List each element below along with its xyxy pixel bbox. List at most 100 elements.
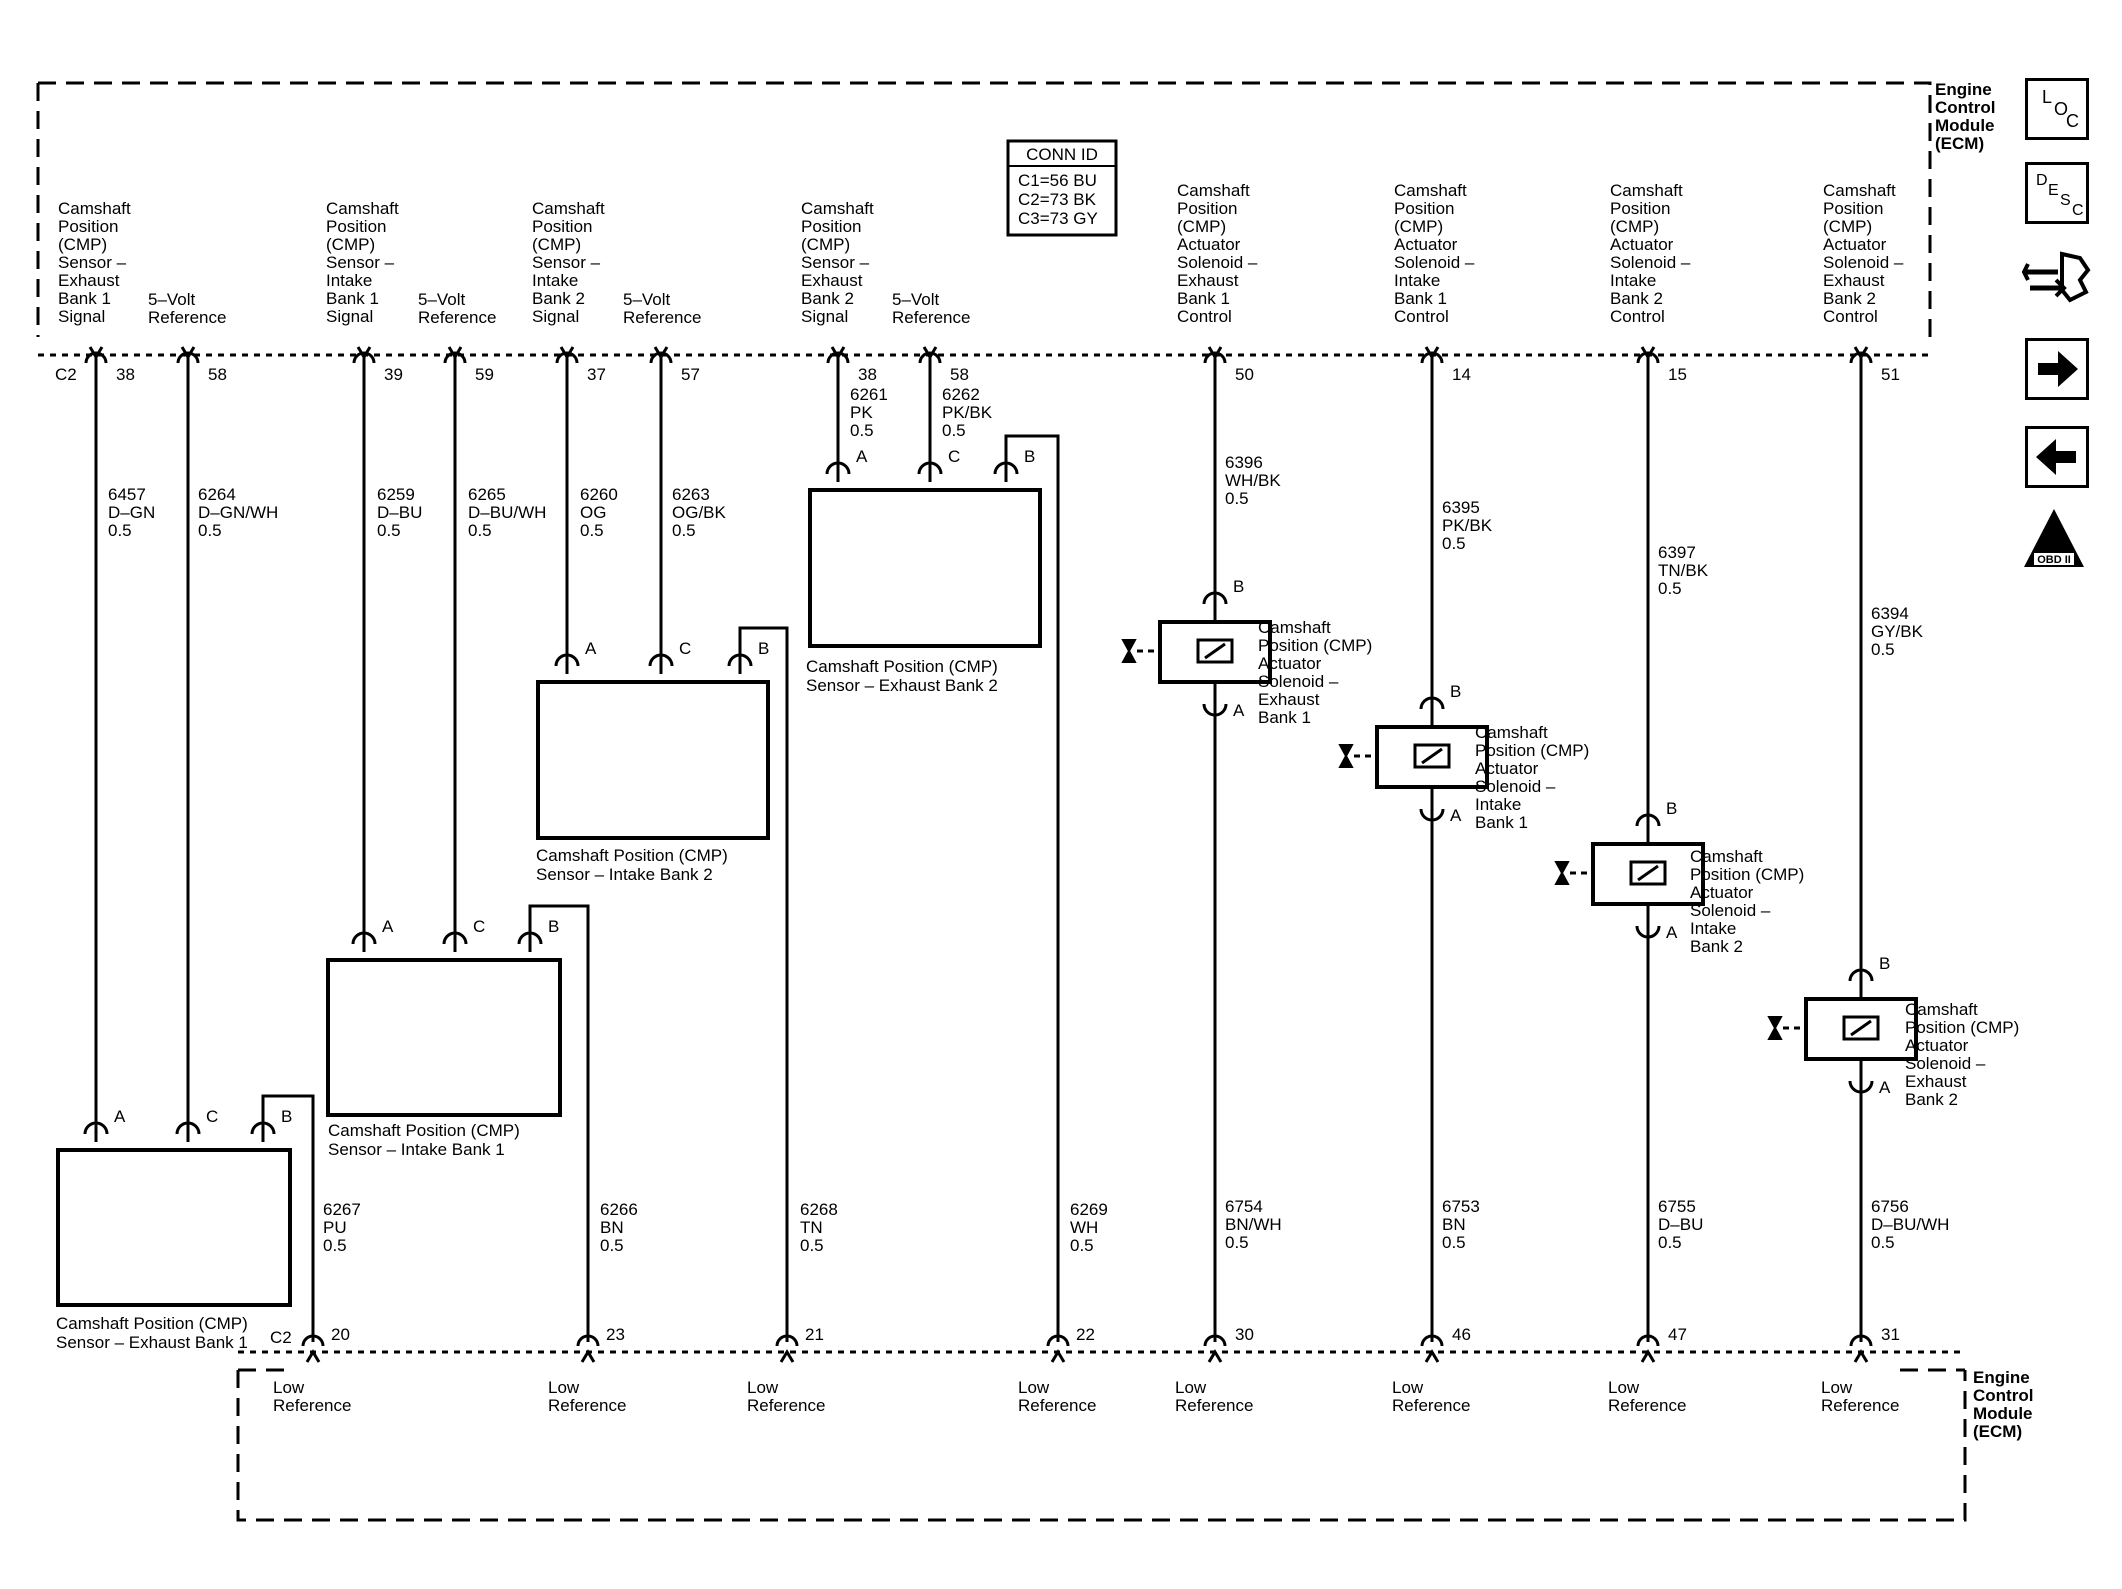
terminal-symbol <box>1849 351 1873 364</box>
terminal-symbol <box>576 1334 600 1347</box>
terminal-symbol <box>554 653 580 667</box>
wire <box>1004 434 1060 1342</box>
terminal-letter: A <box>382 917 394 936</box>
wire-label-line: BN <box>600 1218 624 1237</box>
wire-label-line: 0.5 <box>580 521 604 540</box>
low-reference-label-line: Low <box>747 1378 779 1397</box>
svg-text:Control: Control <box>1935 98 1995 117</box>
wire-label-line: 0.5 <box>1658 579 1682 598</box>
low-reference-label-line: Reference <box>1608 1396 1686 1415</box>
ecm-module-outlines <box>36 81 1967 1522</box>
sensor-reference-label-line: Reference <box>418 308 496 327</box>
connector-c2-bottom: C2 <box>270 1328 292 1347</box>
wire-label-line: 0.5 <box>1070 1236 1094 1255</box>
terminal-letter: C <box>473 917 485 936</box>
sensor-signal-label-line: Camshaft <box>326 199 399 218</box>
terminal-symbol <box>351 931 377 945</box>
svg-text:Control: Control <box>1973 1386 2033 1405</box>
terminal-symbol <box>826 351 850 364</box>
solenoid-control-label-line: Actuator <box>1394 235 1458 254</box>
terminal-symbol <box>84 351 108 364</box>
cmp-sensor-body <box>326 958 562 1117</box>
solenoid-control-label-line: Intake <box>1610 271 1656 290</box>
connector-icon[interactable] <box>2021 240 2094 312</box>
pin-number: 14 <box>1452 365 1471 384</box>
terminal-symbol <box>825 461 851 475</box>
terminal-letter: C <box>206 1107 218 1126</box>
solenoid-name-line: Actuator <box>1690 883 1754 902</box>
terminal-symbol <box>175 1121 201 1135</box>
terminal-symbol <box>1635 813 1661 827</box>
low-reference-label-line: Low <box>1821 1378 1853 1397</box>
pin-number: 20 <box>331 1325 350 1344</box>
terminal-symbol <box>1424 1349 1440 1363</box>
low-reference-label-line: Low <box>1608 1378 1640 1397</box>
terminal-letter: A <box>1450 806 1462 825</box>
cmp-sensor-body <box>536 680 770 840</box>
pin-number: 31 <box>1881 1325 1900 1344</box>
terminal-symbol <box>1203 351 1227 364</box>
terminal-symbol <box>1420 1334 1444 1347</box>
solenoid-control-label-line: Position <box>1823 199 1883 218</box>
wire-label-line: BN/WH <box>1225 1215 1282 1234</box>
sensor-signal-label-line: (CMP) <box>801 235 850 254</box>
solenoid-name-line: Exhaust <box>1258 690 1320 709</box>
wire-label-line: PU <box>323 1218 347 1237</box>
solenoid-control-label-line: Solenoid – <box>1823 253 1904 272</box>
back-arrow-icon[interactable] <box>2025 426 2089 488</box>
solenoid-name-line: Position (CMP) <box>1905 1018 2019 1037</box>
solenoid-name-line: Bank 1 <box>1475 813 1528 832</box>
wire-label-line: OG <box>580 503 606 522</box>
solenoid-name-line: Camshaft <box>1258 618 1331 637</box>
solenoid-name-line: Actuator <box>1475 759 1539 778</box>
svg-text:E: E <box>2048 182 2059 199</box>
wire-label-line: 6262 <box>942 385 980 404</box>
terminal-letter: B <box>1450 682 1461 701</box>
wire-label-line: D–GN/WH <box>198 503 278 522</box>
pin-number: 51 <box>1881 365 1900 384</box>
solenoid-control-label-line: Bank 1 <box>1177 289 1230 308</box>
wire-label-line: 0.5 <box>1658 1233 1682 1252</box>
valve-symbol <box>1338 744 1354 768</box>
low-reference-label-line: Reference <box>548 1396 626 1415</box>
next-arrow-icon[interactable] <box>2025 338 2089 400</box>
obd-ii-icon[interactable]: II OBD II <box>2020 505 2088 573</box>
terminal-symbol <box>648 653 674 667</box>
sensor-signal-label-line: Sensor – <box>801 253 870 272</box>
pin-number: 58 <box>208 365 227 384</box>
pin-number: 23 <box>606 1325 625 1344</box>
ecm-title-bottom: Engine Control Module (ECM) <box>1973 1368 2033 1441</box>
solenoid-name-line: Camshaft <box>1905 1000 1978 1019</box>
sensor-name: Camshaft Position (CMP)Sensor – Exhaust … <box>806 657 998 695</box>
pin-number: 57 <box>681 365 700 384</box>
svg-text:C: C <box>2072 202 2084 219</box>
sensor-reference-label-line: 5–Volt <box>623 290 671 309</box>
terminal-symbol <box>1849 1334 1873 1347</box>
sensor-signal-label-line: Sensor – <box>58 253 127 272</box>
terminal-symbol <box>1050 1349 1066 1363</box>
terminal-symbol <box>442 931 468 945</box>
solenoid-name-line: Bank 2 <box>1690 937 1743 956</box>
wire-label-line: 6263 <box>672 485 710 504</box>
wire-label-line: D–BU <box>1658 1215 1703 1234</box>
pin-number: 37 <box>587 365 606 384</box>
solenoid-control-label-line: Solenoid – <box>1610 253 1691 272</box>
